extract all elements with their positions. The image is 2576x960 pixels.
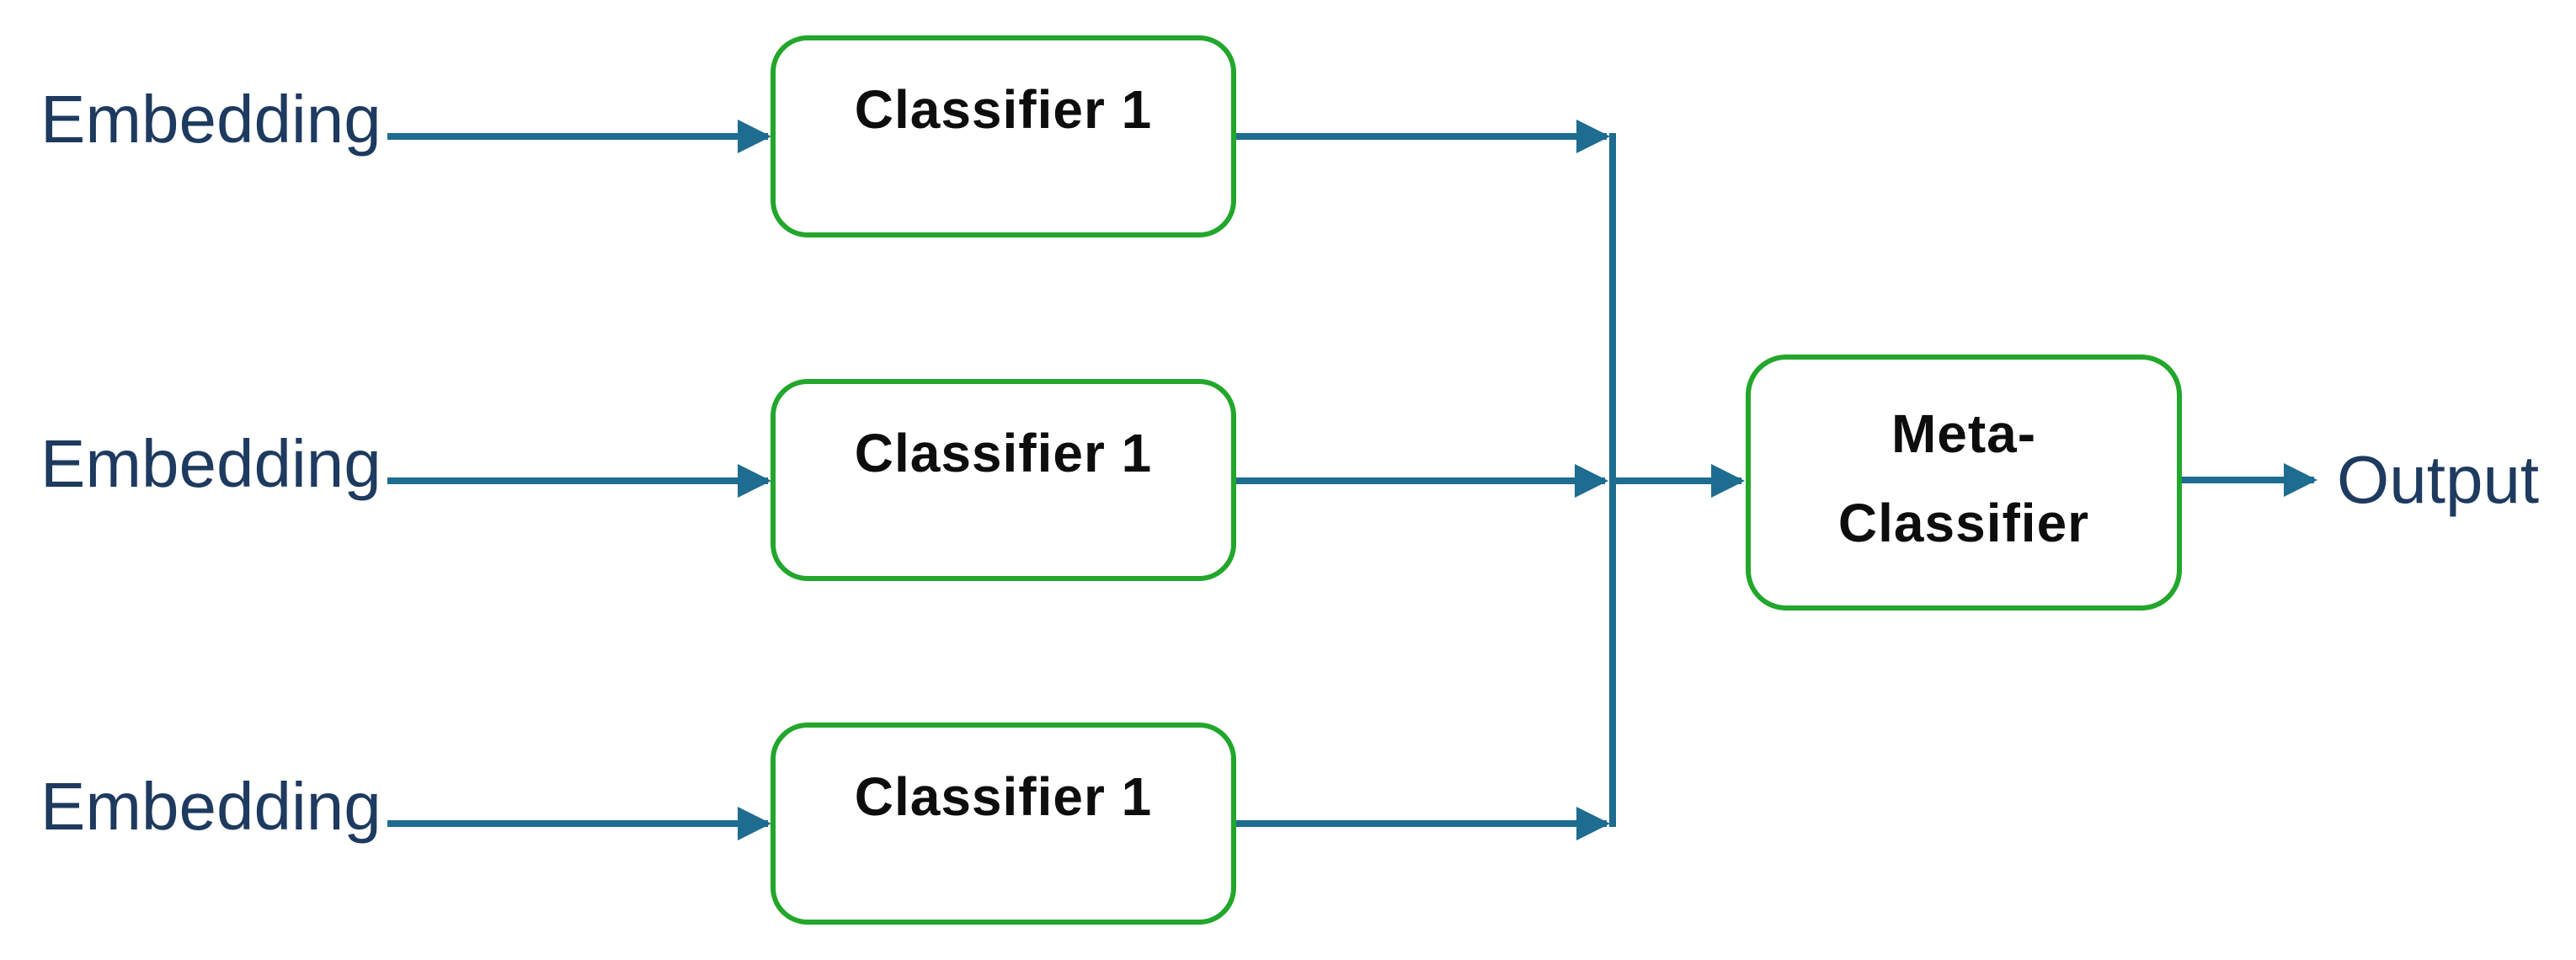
classifier-box-3-label: Classifier 1 <box>854 766 1153 827</box>
classifier-box-1-label: Classifier 1 <box>854 79 1153 140</box>
meta-classifier-label-line1: Meta- <box>1891 403 2037 464</box>
classifier-box-2-label: Classifier 1 <box>854 423 1153 483</box>
input-label-embedding-1: Embedding <box>40 82 381 157</box>
classifier-box-2: Classifier 1 <box>771 379 1236 581</box>
output-label: Output <box>2337 442 2540 517</box>
meta-classifier-label-line2: Classifier <box>1837 493 2090 553</box>
classifier-box-1: Classifier 1 <box>771 35 1236 237</box>
input-label-embedding-2: Embedding <box>40 426 381 501</box>
classifier-box-3: Classifier 1 <box>771 723 1236 925</box>
input-label-embedding-3: Embedding <box>40 769 381 844</box>
meta-classifier-box: Meta- Classifier <box>1746 355 2182 611</box>
